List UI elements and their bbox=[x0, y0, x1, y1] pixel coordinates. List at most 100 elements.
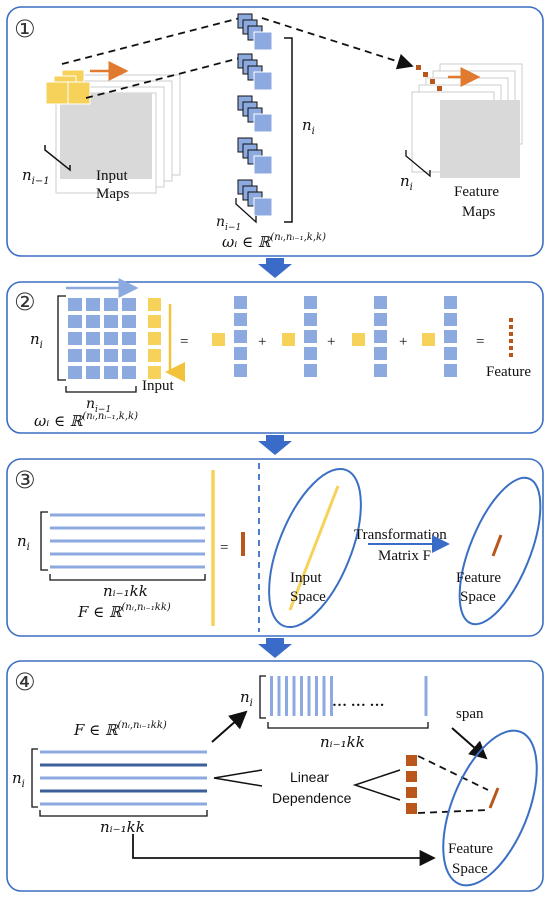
feature-space-ellipse-4 bbox=[442, 729, 538, 887]
eq-3: = bbox=[220, 540, 228, 556]
column-vector bbox=[300, 676, 303, 716]
input-space-ellipse bbox=[268, 467, 362, 629]
matrix-F bbox=[50, 513, 205, 569]
weight-column-cell bbox=[234, 330, 247, 343]
weight-column-cell bbox=[444, 364, 457, 377]
feature-label: Feature bbox=[486, 364, 531, 380]
weight-cell bbox=[68, 349, 82, 362]
weight-cell bbox=[122, 315, 136, 328]
svg-text:ni−1: ni−1 bbox=[216, 214, 241, 233]
input-vector bbox=[148, 298, 161, 379]
weight-cell bbox=[122, 332, 136, 345]
weight-column-cell bbox=[374, 313, 387, 326]
weight-cell bbox=[122, 349, 136, 362]
column-vector bbox=[307, 676, 311, 716]
step-arrow-3 bbox=[258, 638, 292, 658]
column-vector bbox=[277, 676, 281, 716]
column-vector bbox=[330, 676, 333, 716]
weight-cell bbox=[86, 349, 100, 362]
column-vector bbox=[315, 676, 318, 716]
weight-cell bbox=[86, 366, 100, 379]
weight-column-cell bbox=[374, 347, 387, 360]
bottom-arrow bbox=[132, 834, 436, 867]
feature-map-front bbox=[440, 100, 520, 178]
input-label: Input bbox=[142, 378, 174, 394]
F-formula-3: F ∈ ℝ(nᵢ,nᵢ₋₁kk) bbox=[77, 602, 171, 621]
weight-column-cell bbox=[374, 330, 387, 343]
weight-formula-2: ωᵢ ∈ ℝ(nᵢ,nᵢ₋₁,k,k) bbox=[34, 411, 138, 430]
weight-column-cell bbox=[234, 347, 247, 360]
svg-text:ni−1: ni−1 bbox=[22, 166, 50, 187]
input-maps-label-1: Input bbox=[96, 168, 128, 184]
weight-cell bbox=[122, 366, 136, 379]
panel-1-border bbox=[6, 6, 544, 257]
weight-column-cell bbox=[374, 296, 387, 309]
matrix-F-rows bbox=[40, 750, 207, 806]
span-label: span bbox=[456, 706, 484, 722]
linear-label-1: Linear bbox=[290, 769, 329, 785]
op-plus-3: + bbox=[399, 334, 407, 350]
column-dots: … … … bbox=[332, 694, 385, 710]
transform-label-1: Transformation bbox=[354, 527, 447, 543]
panel-2: ② ni ni−1 ωᵢ ∈ ℝ(nᵢ,nᵢ₋₁,k,k) Input = + … bbox=[6, 278, 544, 434]
feature-space-label-3b: Space bbox=[460, 589, 496, 605]
weight-cell bbox=[68, 366, 82, 379]
panel-4-number: ④ bbox=[14, 669, 36, 696]
arrow-to-columns bbox=[211, 710, 248, 743]
input-space-label-1: Input bbox=[290, 570, 322, 586]
panel-2-border bbox=[6, 281, 544, 434]
input-map-front bbox=[60, 93, 152, 179]
projection-arrow bbox=[261, 17, 414, 70]
svg-text:ni: ni bbox=[30, 330, 43, 351]
weight-cell bbox=[122, 298, 136, 311]
F-formula-4: F ∈ ℝ(nᵢ,nᵢ₋₁kk) bbox=[73, 720, 167, 739]
weight-cell bbox=[104, 298, 118, 311]
panel-1-number: ① bbox=[14, 16, 36, 43]
op-plus-2: + bbox=[327, 334, 335, 350]
transform-label-2: Matrix F bbox=[378, 548, 431, 564]
weight-column-cell bbox=[304, 330, 317, 343]
svg-text:ni: ni bbox=[302, 116, 315, 137]
svg-text:ni−1: ni−1 bbox=[86, 396, 111, 415]
matrix-cols-label-4b: nᵢ₋₁kk bbox=[320, 733, 365, 751]
dependence-wedge-right bbox=[352, 769, 401, 801]
kernel-bracket bbox=[284, 37, 293, 223]
panel-2-number: ② bbox=[14, 289, 36, 316]
svg-text:ni: ni bbox=[400, 172, 413, 193]
span-arrow bbox=[451, 727, 488, 760]
op-equals-2: = bbox=[476, 334, 484, 350]
weight-column-cell bbox=[444, 313, 457, 326]
weight-column-cell bbox=[444, 330, 457, 343]
feature-space-label-3a: Feature bbox=[456, 570, 501, 586]
step-arrow-1 bbox=[258, 258, 292, 278]
weight-column-cell bbox=[374, 364, 387, 377]
panel-4-border bbox=[6, 660, 544, 892]
svg-text:ni: ni bbox=[240, 688, 253, 709]
column-vectors bbox=[270, 676, 333, 716]
weight-column-cell bbox=[304, 313, 317, 326]
feature-space-label-4a: Feature bbox=[448, 841, 493, 857]
weight-column-cell bbox=[444, 296, 457, 309]
svg-text:ni: ni bbox=[12, 769, 25, 790]
input-space-label-2: Space bbox=[290, 589, 326, 605]
feature-space-ellipse-3 bbox=[458, 476, 542, 626]
weight-cell bbox=[104, 349, 118, 362]
linear-label-2: Dependence bbox=[272, 790, 352, 806]
weight-cell bbox=[68, 332, 82, 345]
panel-4: ④ F ∈ ℝ(nᵢ,nᵢ₋₁kk) ni nᵢ₋₁kk … … … ni nᵢ… bbox=[6, 660, 544, 892]
column-vector bbox=[270, 676, 273, 716]
input-brace bbox=[44, 145, 71, 172]
weight-cell bbox=[68, 315, 82, 328]
feature-space-label-4b: Space bbox=[452, 861, 488, 877]
svg-text:ni: ni bbox=[17, 532, 30, 553]
weight-column-cell bbox=[234, 364, 247, 377]
weight-column-cell bbox=[304, 296, 317, 309]
weight-formula-1: ωᵢ ∈ ℝ(nᵢ,nᵢ₋₁,k,k) bbox=[222, 232, 326, 251]
weight-cell bbox=[104, 366, 118, 379]
feature-maps-stack bbox=[411, 63, 523, 178]
column-vector bbox=[322, 676, 326, 716]
panel-1: ① ni−1 Input Maps bbox=[6, 6, 544, 257]
weight-grid bbox=[68, 298, 136, 379]
panel-3: ③ ni nᵢ₋₁kk F ∈ ℝ(nᵢ,nᵢ₋₁kk) = Input Spa… bbox=[6, 458, 544, 637]
